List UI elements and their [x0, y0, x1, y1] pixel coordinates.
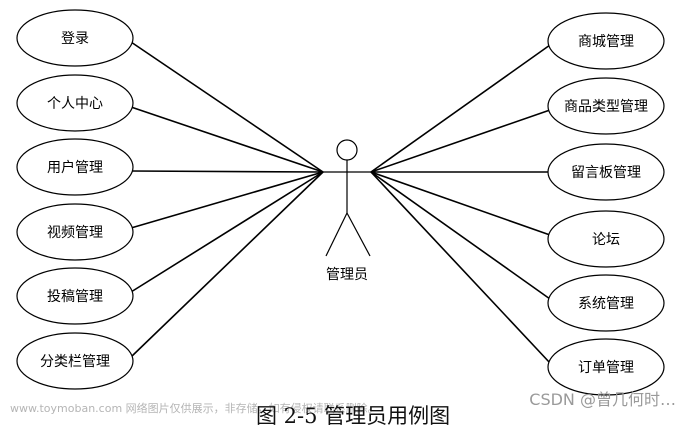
- use-case-ellipse: [16, 332, 134, 390]
- watermark-right: CSDN @曾几何时…: [529, 390, 676, 409]
- use-case-left-4: 投稿管理: [16, 267, 134, 325]
- use-case-ellipse: [16, 138, 134, 196]
- use-case-right-3: 论坛: [547, 210, 665, 268]
- actor-right-leg: [346, 212, 371, 257]
- association-line-right-1: [370, 109, 551, 173]
- use-case-left-3: 视频管理: [16, 203, 134, 261]
- use-case-label: 分类栏管理: [40, 354, 110, 370]
- association-line-left-1: [130, 106, 324, 173]
- use-case-ellipse: [16, 203, 134, 261]
- use-case-ellipse: [16, 74, 134, 132]
- association-lines: [130, 41, 551, 364]
- actor-left-leg: [325, 212, 348, 257]
- association-line-left-3: [130, 171, 324, 229]
- association-line-left-4: [130, 171, 324, 293]
- association-line-left-2: [130, 170, 324, 173]
- use-case-label: 登录: [61, 31, 89, 47]
- use-case-left-1: 个人中心: [16, 74, 134, 132]
- use-case-right-1: 商品类型管理: [547, 77, 665, 135]
- use-case-right-2: 留言板管理: [547, 143, 665, 201]
- use-case-left-5: 分类栏管理: [16, 332, 134, 390]
- use-case-label: 订单管理: [578, 360, 634, 376]
- association-line-right-0: [370, 44, 551, 173]
- use-case-label: 商城管理: [578, 34, 634, 50]
- use-case-left-2: 用户管理: [16, 138, 134, 196]
- use-case-left-0: 登录: [16, 9, 134, 67]
- use-case-label: 商品类型管理: [564, 99, 648, 115]
- figure-caption: 图 2-5 管理员用例图: [256, 404, 451, 428]
- use-case-ellipse: [547, 143, 665, 201]
- use-case-ellipse: [16, 9, 134, 67]
- use-case-label: 投稿管理: [47, 289, 103, 305]
- use-case-label: 个人中心: [47, 96, 103, 112]
- use-case-label: 留言板管理: [571, 165, 641, 181]
- association-line-right-3: [370, 171, 551, 236]
- use-case-right-4: 系统管理: [547, 274, 665, 332]
- association-line-right-4: [370, 171, 551, 300]
- use-case-ellipse: [547, 77, 665, 135]
- use-case-ellipse: [547, 210, 665, 268]
- use-case-ellipse: [16, 267, 134, 325]
- use-case-label: 视频管理: [47, 225, 103, 241]
- association-line-left-5: [130, 171, 324, 358]
- use-case-right-5: 订单管理: [547, 338, 665, 396]
- use-case-label: 系统管理: [578, 296, 634, 312]
- actor-head: [336, 139, 358, 161]
- association-line-left-0: [130, 41, 324, 173]
- association-line-right-5: [370, 171, 551, 364]
- use-case-ellipse: [547, 274, 665, 332]
- use-case-right-0: 商城管理: [547, 12, 665, 70]
- watermark-left: www.toymoban.com 网络图片仅供展示，非存储，如有侵权请联系删除。: [10, 402, 379, 415]
- actor-figure: 管理员: [318, 139, 376, 283]
- use-case-label: 用户管理: [47, 159, 103, 176]
- use-case-label: 论坛: [592, 232, 620, 248]
- actor-label: 管理员: [326, 267, 368, 283]
- use-case-ellipse: [547, 338, 665, 396]
- use-case-ellipse: [547, 12, 665, 70]
